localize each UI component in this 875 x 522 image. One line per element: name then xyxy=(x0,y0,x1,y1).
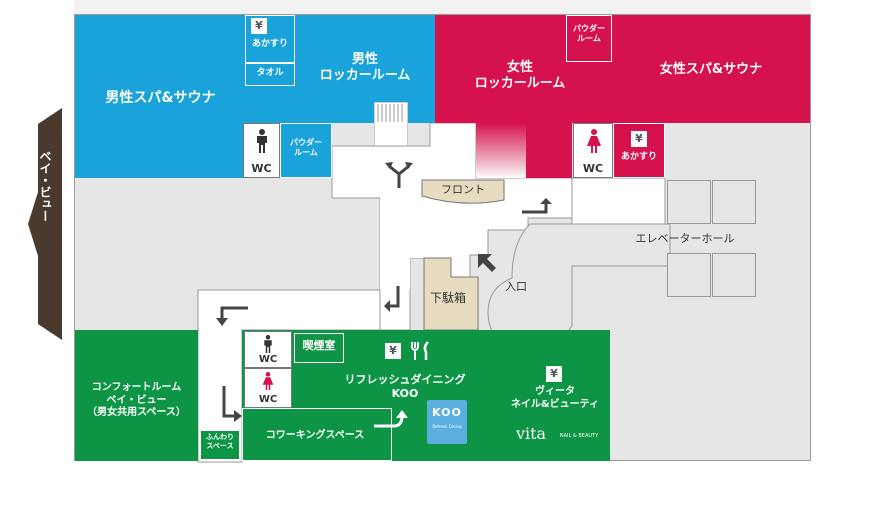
elevator-4 xyxy=(712,253,756,297)
wc-male-room: WC xyxy=(243,123,280,178)
top-band xyxy=(74,0,811,14)
elevator-3 xyxy=(667,253,711,297)
front-desk xyxy=(421,179,505,204)
bay-view-label: ベイ・ビュー xyxy=(38,150,52,222)
smoking-room xyxy=(294,333,344,363)
shoe-box-label: 下駄箱 xyxy=(429,291,466,305)
female-locker-area xyxy=(435,15,612,123)
bay-view-direction-arrow xyxy=(28,108,62,340)
arrow-down-right-icon xyxy=(222,386,242,422)
male-person-icon xyxy=(264,335,272,353)
wc-female-room: WC xyxy=(573,123,613,178)
male-spa-label: 男性スパ&サウナ xyxy=(105,90,216,106)
wc-label: WC xyxy=(258,354,278,365)
powder-male-label: パウダー ルーム xyxy=(290,138,322,157)
female-person-icon xyxy=(262,372,274,390)
akasuri-female-label: あかすり xyxy=(620,152,657,162)
wc-female-lower: WC xyxy=(244,368,292,408)
vita-label: ヴィータ ネイル&ビューティ xyxy=(510,386,600,410)
arrow-entrance-icon xyxy=(478,254,496,272)
dining-label: リフレッシュダイニング KOO xyxy=(344,373,466,400)
vita-logo: vita xyxy=(515,424,547,443)
female-spa-area xyxy=(612,15,810,123)
stairs-female xyxy=(476,123,526,178)
elevator-hall-label: エレベーターホール xyxy=(635,232,735,245)
male-spa-area xyxy=(75,15,245,178)
comfort-room-area xyxy=(75,330,198,461)
comfort-room-label: コンフォートルーム ベイ・ビュー （男女共用スペース） xyxy=(87,382,186,418)
elevator-2 xyxy=(712,180,756,224)
female-person-icon xyxy=(587,129,601,153)
arrow-fork-icon xyxy=(385,162,413,188)
powder-male-room xyxy=(280,123,332,178)
coworking-room xyxy=(242,408,392,461)
yen-icon: ¥ xyxy=(251,18,267,34)
wc-label: WC xyxy=(258,394,278,405)
fork-knife-icon xyxy=(411,341,429,360)
wc-label: WC xyxy=(582,162,604,175)
akasuri-male-room xyxy=(245,15,295,63)
yen-icon: ¥ xyxy=(631,131,647,147)
akasuri-male-label: あかすり xyxy=(251,39,288,49)
front-label: フロント xyxy=(441,183,485,196)
entrance-label: 入口 xyxy=(505,280,527,293)
elevator-1 xyxy=(667,180,711,224)
fuwari-space xyxy=(200,430,240,460)
yen-icon: ¥ xyxy=(546,366,562,382)
wc-label: WC xyxy=(251,162,272,175)
koo-logo: KOO Refresh Dining xyxy=(427,400,467,444)
vita-area xyxy=(498,330,610,461)
wc-male-lower: WC xyxy=(244,331,292,368)
yen-icon: ¥ xyxy=(385,343,401,359)
male-locker-label: 男性 ロッカールーム xyxy=(319,52,411,84)
arrow-left-icon xyxy=(216,306,248,326)
powder-female-label: パウダー ルーム xyxy=(573,24,605,43)
arrow-up-right-icon xyxy=(374,410,408,428)
arrow-down-left-icon xyxy=(384,286,400,312)
towel-room xyxy=(245,63,295,86)
female-spa-label: 女性スパ&サウナ xyxy=(659,62,763,77)
towel-label: タオル xyxy=(256,68,284,78)
koo-logo-text: KOO xyxy=(432,406,462,419)
coworking-label: コワーキングスペース xyxy=(265,430,365,441)
stairs-male xyxy=(374,102,408,146)
lobby-wedge xyxy=(380,198,430,290)
vita-logo-sub: NAIL & BEAUTY xyxy=(559,433,599,439)
koo-logo-sub: Refresh Dining xyxy=(432,424,462,429)
male-person-icon xyxy=(257,129,267,153)
arrow-right-icon xyxy=(522,198,552,214)
powder-female-room xyxy=(566,15,612,62)
smoking-label: 喫煙室 xyxy=(302,339,336,352)
fuwari-label: ふんわり スペース xyxy=(206,433,234,450)
female-locker-label: 女性 ロッカールーム xyxy=(474,60,566,92)
